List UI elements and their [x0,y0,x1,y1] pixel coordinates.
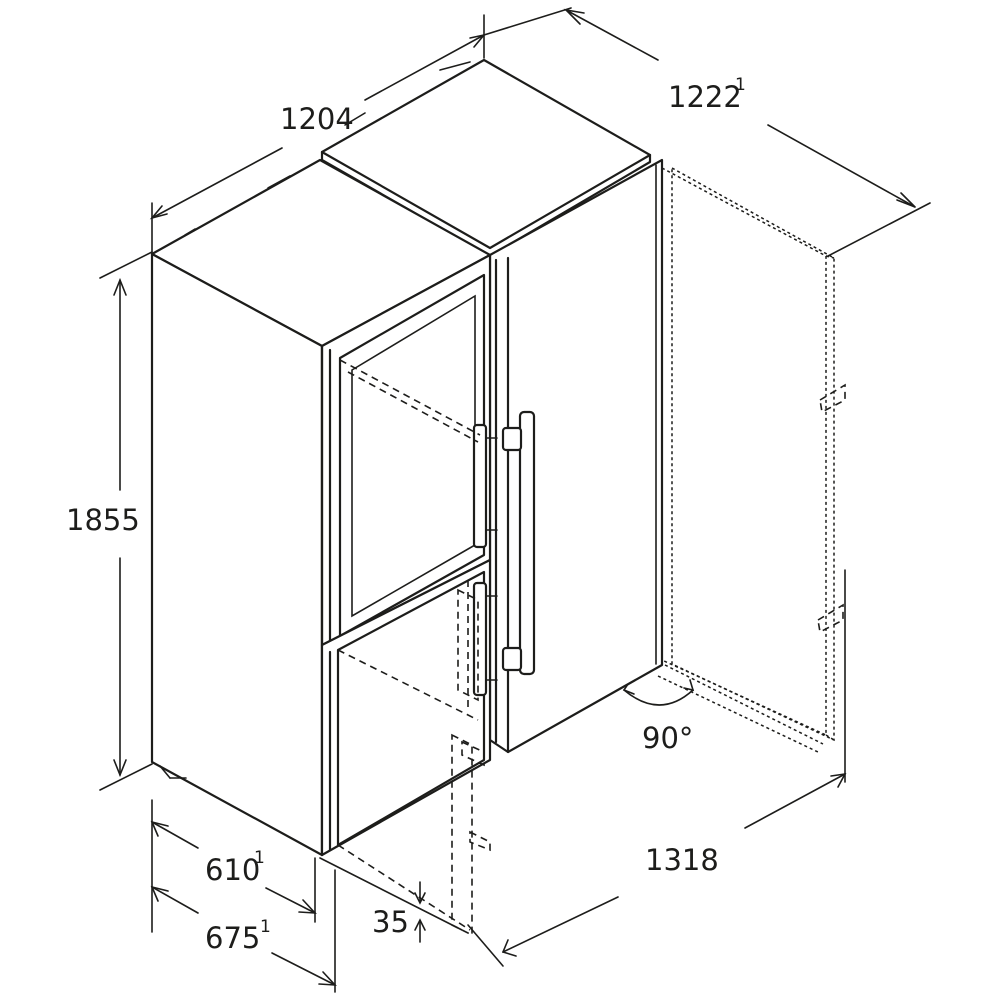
foot-gap-label: 35 [372,905,409,939]
dimension-lines [99,7,931,993]
depth-body-label: 610 [205,853,260,887]
depth-handle-note: 1 [260,917,271,937]
depth-body-note: 1 [254,848,265,868]
width-total-label: 1204 [280,102,354,136]
open-left-door-outline [337,359,491,937]
door-angle-label: 90° [642,721,693,755]
door-open-width-label: 1318 [645,843,719,877]
left-unit-front [320,253,498,857]
depth-open-note: 1 [735,75,746,95]
right-unit-front [488,158,664,754]
dimension-labels: 1204 1222 1 1855 610 1 675 1 1318 35 90° [66,75,746,955]
fridge-side-panel [150,252,324,857]
depth-open-label: 1222 [668,80,742,114]
depth-handle-label: 675 [205,921,260,955]
height-label: 1855 [66,503,140,537]
open-door-outline [657,166,846,753]
